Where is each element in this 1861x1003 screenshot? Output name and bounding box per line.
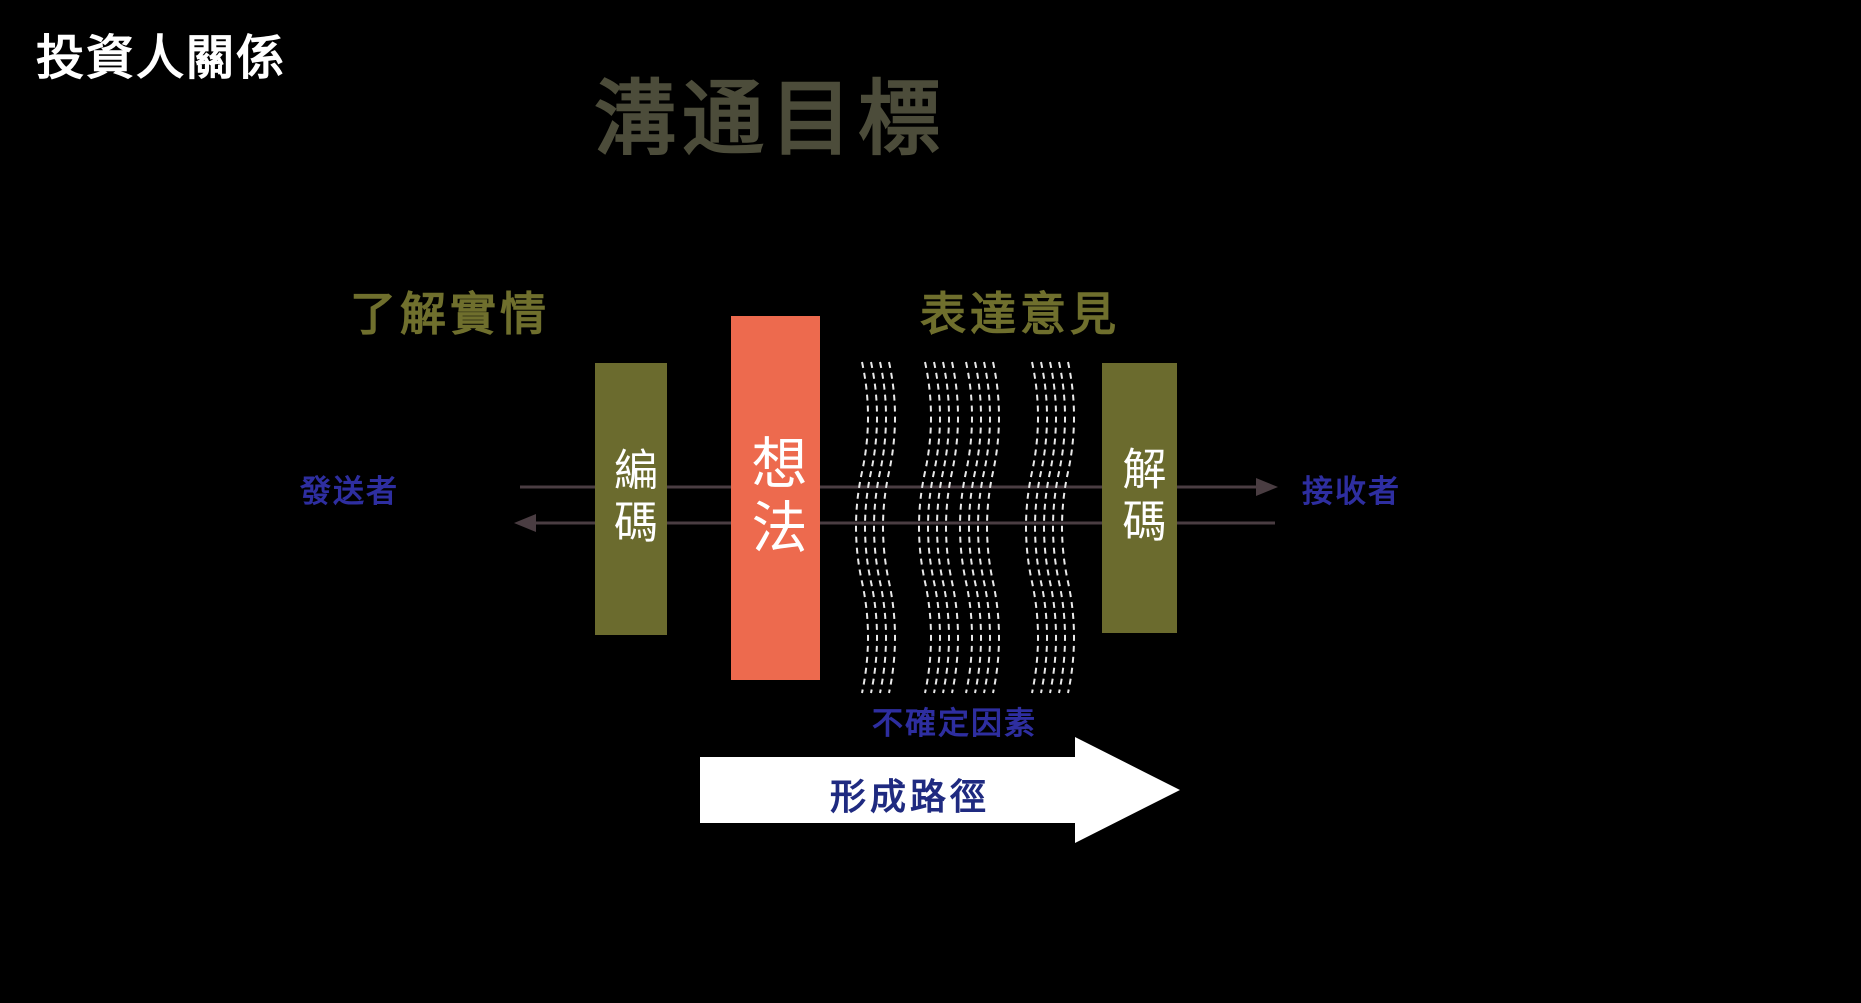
goal-label-left: 了解實情 — [350, 288, 550, 340]
sender-label: 發送者 — [300, 474, 399, 509]
encode-bar: 編碼 — [595, 363, 667, 635]
page-title: 投資人關係 — [36, 32, 287, 85]
noise-lines-cluster-c — [1025, 361, 1075, 694]
noise-lines-cluster-a — [855, 361, 896, 694]
forming-path-label: 形成路徑 — [829, 776, 990, 817]
main-heading: 溝通目標 — [593, 74, 946, 165]
uncertainty-label: 不確定因素 — [872, 706, 1037, 741]
noise-lines-cluster-b — [918, 361, 1000, 694]
goal-label-right: 表達意見 — [920, 288, 1120, 340]
idea-bar: 想法 — [731, 316, 820, 680]
decode-bar: 解碼 — [1102, 363, 1177, 633]
idea-bar-label: 想法 — [744, 434, 807, 562]
decode-bar-label: 解碼 — [1115, 446, 1165, 550]
encode-bar-label: 編碼 — [607, 447, 656, 551]
receiver-label: 接收者 — [1302, 474, 1401, 509]
